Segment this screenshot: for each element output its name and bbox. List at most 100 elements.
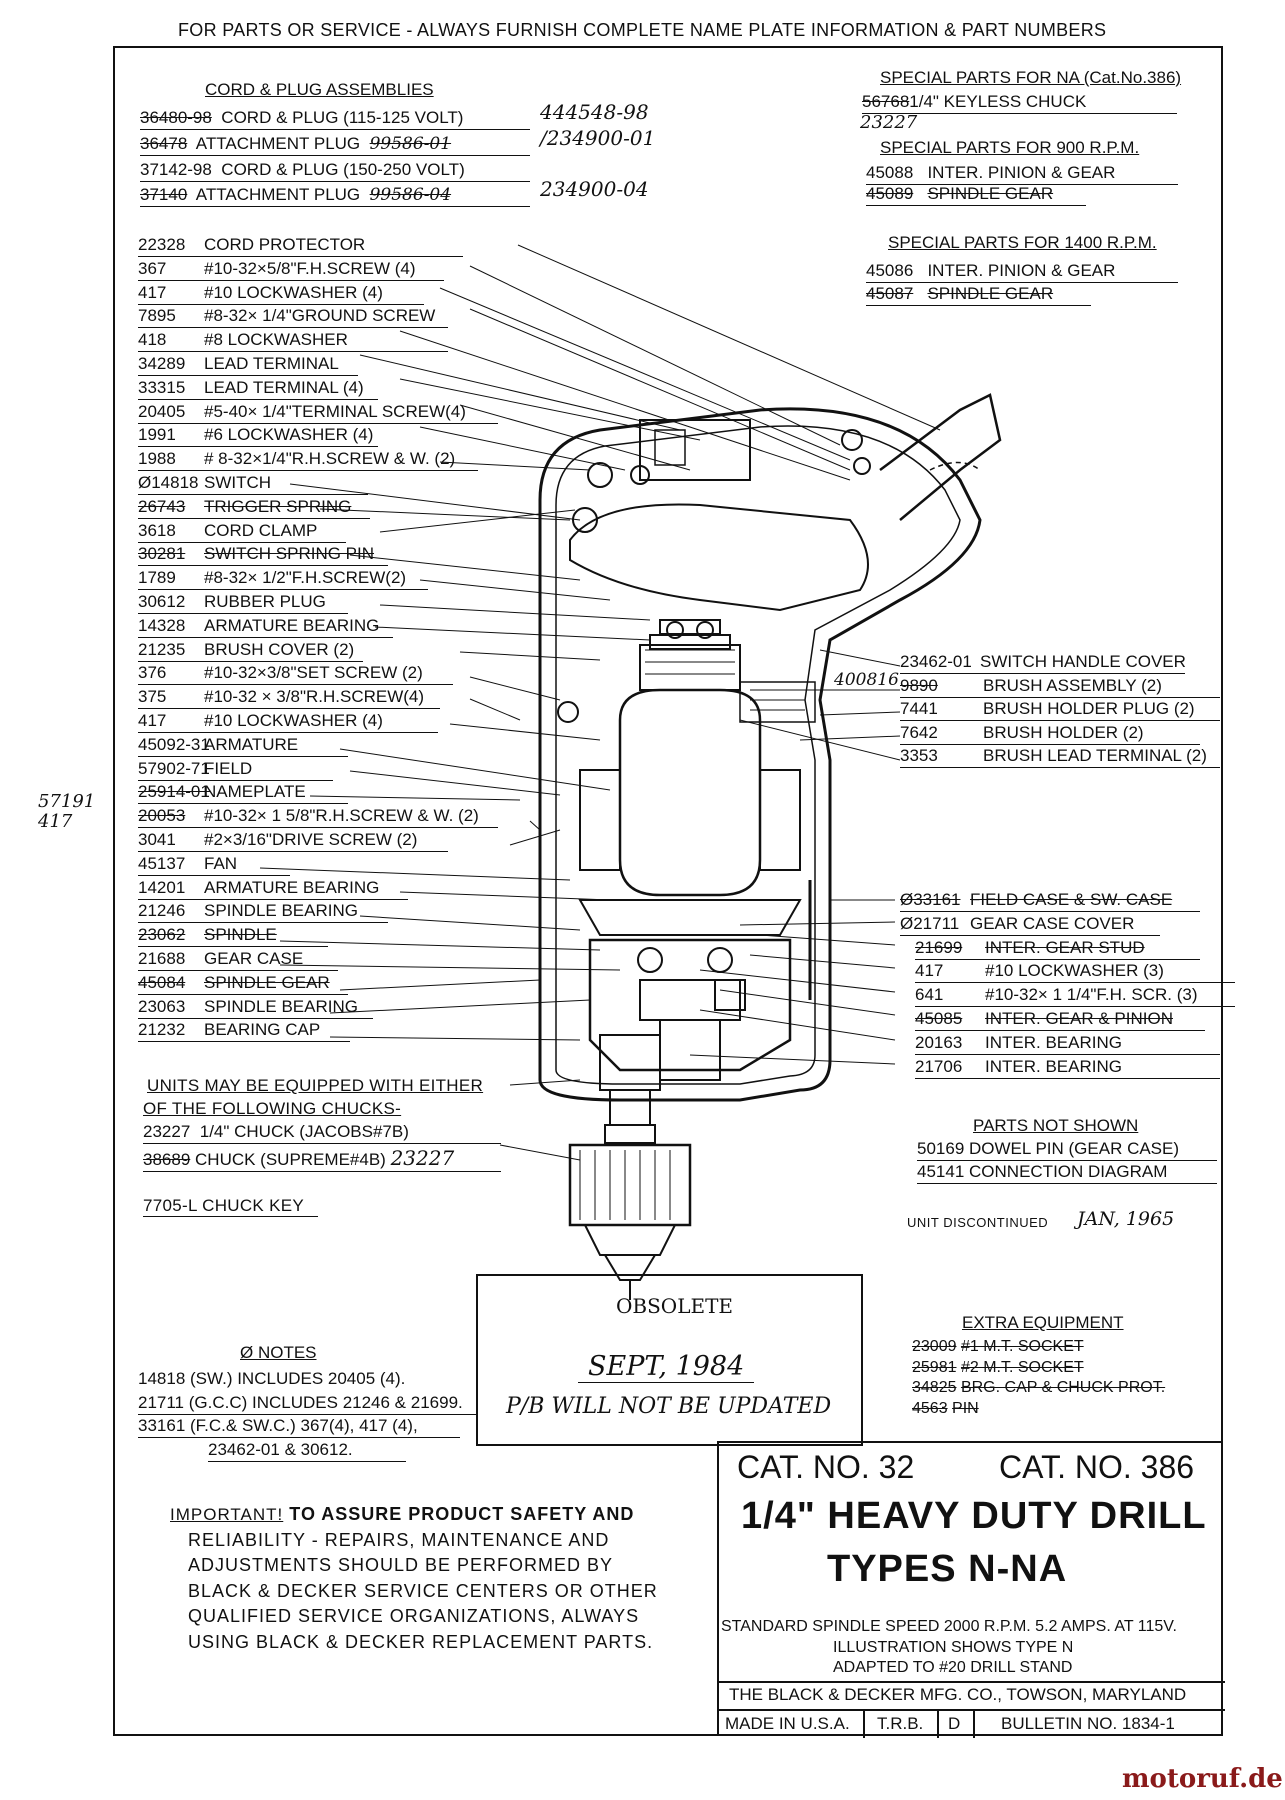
obsolete-title: OBSOLETE [616, 1294, 734, 1318]
notes-title: Ø NOTES [240, 1343, 317, 1362]
special-900-row: 45089 SPINDLE GEAR [866, 184, 1086, 206]
switch-handle [569, 503, 869, 612]
chuck [568, 1143, 692, 1227]
cord-row: 37142-98 CORD & PLUG (150-250 VOLT) [140, 160, 530, 182]
obsolete-note: P/B WILL NOT BE UPDATED [506, 1394, 832, 1419]
right-lower-row: 417#10 LOCKWASHER (3) [915, 961, 1235, 984]
extra-row: 23009 #1 M.T. SOCKET [912, 1338, 1084, 1355]
left-part-row: 3041#2×3/16"DRIVE SCREW (2) [138, 830, 448, 852]
special-900-title: SPECIAL PARTS FOR 900 R.P.M. [880, 138, 1140, 157]
chuck-key: 7705-L CHUCK KEY [143, 1196, 318, 1217]
cord-row: 36478 ATTACHMENT PLUG 99586-01/234900-01 [140, 126, 656, 156]
left-part-row: 376#10-32×3/8"SET SCREW (2) [138, 663, 453, 686]
note-line: 23462-01 & 30612. [208, 1440, 406, 1462]
cord [879, 393, 1002, 521]
obsolete-stamp: OBSOLETE SEPT, 1984 P/B WILL NOT BE UPDA… [476, 1274, 863, 1446]
left-part-row: 1991#6 LOCKWASHER (4) [138, 425, 378, 448]
left-part-row: 57902-71FIELD [138, 759, 333, 781]
note-line: 21711 (G.C.C) INCLUDES 21246 & 21699. [138, 1393, 478, 1415]
revision: D [948, 1714, 961, 1733]
chuck-row: 38689 CHUCK (SUPREME#4B) 23227 [143, 1146, 501, 1172]
chuck-title-2: OF THE FOLLOWING CHUCKS- [143, 1099, 402, 1118]
cat-no-386: CAT. NO. 386 [999, 1449, 1195, 1485]
company-line: THE BLACK & DECKER MFG. CO., TOWSON, MAR… [729, 1685, 1187, 1704]
gear-case [588, 938, 792, 1072]
product-name: 1/4" HEAVY DUTY DRILL [741, 1495, 1207, 1537]
special-1400-row: 45087 SPINDLE GEAR [866, 284, 1091, 306]
extra-row: 25981 #2 M.T. SOCKET [912, 1358, 1084, 1376]
left-part-row: 417#10 LOCKWASHER (4) [138, 711, 438, 733]
leader-lines [259, 244, 941, 1161]
right-lower-row: 641#10-32× 1 1/4"F.H. SCR. (3) [915, 985, 1235, 1008]
illus-line-2: ADAPTED TO #20 DRILL STAND [833, 1659, 1073, 1676]
special-1400-title: SPECIAL PARTS FOR 1400 R.P.M. [888, 233, 1157, 252]
special-1400-row: 45086 INTER. PINION & GEAR [866, 261, 1178, 283]
illus-line-1: ILLUSTRATION SHOWS TYPE N [833, 1639, 1074, 1656]
left-part-row: 20053#10-32× 1 5/8"R.H.SCREW & W. (2) [138, 806, 498, 829]
bulletin-no: BULLETIN NO. 1834-1 [1001, 1714, 1175, 1733]
product-types: TYPES N-NA [827, 1548, 1068, 1590]
left-part-row: 375#10-32 × 3/8"R.H.SCREW(4) [138, 687, 440, 710]
chuck-title-1: UNITS MAY BE EQUIPPED WITH EITHER [147, 1076, 484, 1095]
not-shown-row: 50169 DOWEL PIN (GEAR CASE) [917, 1139, 1217, 1161]
cord-row: 36480-98 CORD & PLUG (115-125 VOLT)44454… [140, 100, 649, 130]
left-part-row: 1789#8-32× 1/2"F.H.SCREW(2) [138, 568, 428, 591]
watermark: motoruf.de [1122, 1764, 1283, 1794]
left-part-row: 1988# 8-32×1/4"R.H.SCREW & W. (2) [138, 449, 478, 472]
left-part-row: 45092-31ARMATURE [138, 735, 348, 757]
special-na-title: SPECIAL PARTS FOR NA (Cat.No.386) [880, 68, 1182, 87]
left-part-row: 25914-01NAMEPLATE [138, 782, 348, 805]
left-part-row: 20405#5-40× 1/4"TERMINAL SCREW(4) [138, 402, 498, 424]
cord-section-title: CORD & PLUG ASSEMBLIES [205, 80, 434, 99]
trb: T.R.B. [877, 1714, 924, 1733]
important-block: IMPORTANT! TO ASSURE PRODUCT SAFETY AND … [170, 1504, 658, 1652]
special-na-row: 567681/4" KEYLESS CHUCK [862, 92, 1177, 114]
discontinued-label: UNIT DISCONTINUED [907, 1215, 1049, 1230]
housing-inner [555, 425, 961, 1085]
left-part-row: 418#8 LOCKWASHER [138, 330, 448, 353]
page-header: FOR PARTS OR SERVICE - ALWAYS FURNISH CO… [178, 20, 1107, 40]
extra-title: EXTRA EQUIPMENT [962, 1313, 1124, 1332]
title-block: CAT. NO. 32 CAT. NO. 386 1/4" HEAVY DUTY… [717, 1441, 1225, 1738]
left-part-row: 367#10-32×5/8"F.H.SCREW (4) [138, 259, 444, 281]
extra-row: 34825 BRG. CAP & CHUCK PROT. [912, 1379, 1166, 1396]
extra-row: 4563 PIN [912, 1399, 979, 1417]
left-part-row: 417#10 LOCKWASHER (4) [138, 283, 424, 305]
special-na-hand: 23227 [860, 112, 918, 133]
discontinued-date: JAN, 1965 [1077, 1208, 1175, 1230]
important-lead: IMPORTANT! [170, 1505, 284, 1524]
obsolete-date: SEPT, 1984 [578, 1351, 755, 1383]
made-in: MADE IN U.S.A. [725, 1714, 850, 1733]
chuck-row: 23227 1/4" CHUCK (JACOBS#7B) [143, 1122, 501, 1144]
not-shown-row: 45141 CONNECTION DIAGRAM [917, 1162, 1217, 1184]
note-line: 14818 (SW.) INCLUDES 20405 (4). [138, 1369, 406, 1388]
side-hand-note: 57191 417 [38, 791, 96, 832]
note-line: 33161 (F.C.& SW.C.) 367(4), 417 (4), [138, 1416, 460, 1438]
